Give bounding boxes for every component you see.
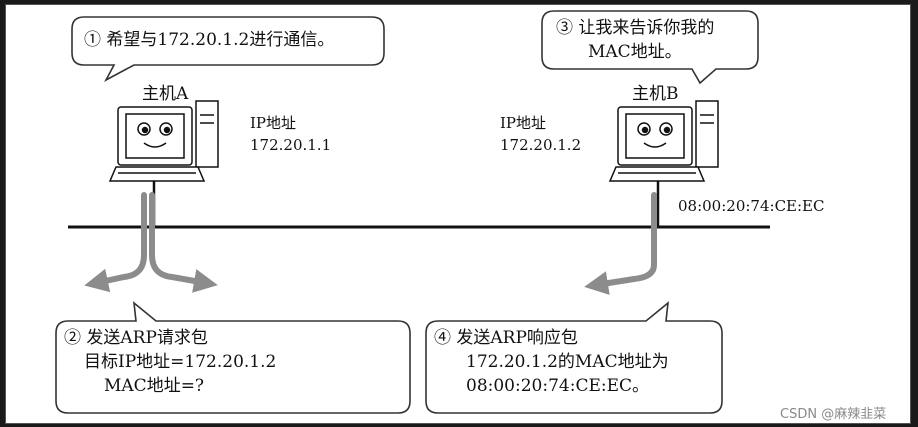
host-b-label: 主机B [632,79,679,104]
arp-diagram: ① 希望与172.20.1.2进行通信。 ③ 让我来告诉你我的 MAC地址。 主… [5,4,911,424]
watermark: CSDN @麻辣韭菜 [780,403,886,422]
bubble-2-line-3: MAC地址=? [104,375,204,397]
bubble-2-line-2: 目标IP地址=172.20.1.2 [84,351,276,373]
bubble-4-line-3: 08:00:20:74:CE:EC。 [466,375,649,397]
bubble-1-text: ① 希望与172.20.1.2进行通信。 [84,29,334,51]
host-b-mac: 08:00:20:74:CE:EC [678,197,824,215]
host-b-ip: 172.20.1.2 [500,135,581,156]
host-a-label: 主机A [142,79,188,104]
arp-reply-arrow [596,195,654,285]
host-a-computer-icon [110,101,218,181]
bubble-3-line-2: MAC地址。 [588,41,682,63]
bubble-4-line-2: 172.20.1.2的MAC地址为 [466,351,669,373]
bubble-3-line-1: ③ 让我来告诉你我的 [556,17,714,39]
host-b-ip-label: IP地址 [500,113,546,134]
host-b-computer-icon [610,101,718,181]
arp-request-arrows [96,195,206,283]
host-a-ip-label: IP地址 [250,113,296,134]
bubble-4-line-1: ④ 发送ARP响应包 [434,327,578,349]
host-a-ip: 172.20.1.1 [250,135,331,156]
bubble-2-line-1: ② 发送ARP请求包 [64,327,208,349]
